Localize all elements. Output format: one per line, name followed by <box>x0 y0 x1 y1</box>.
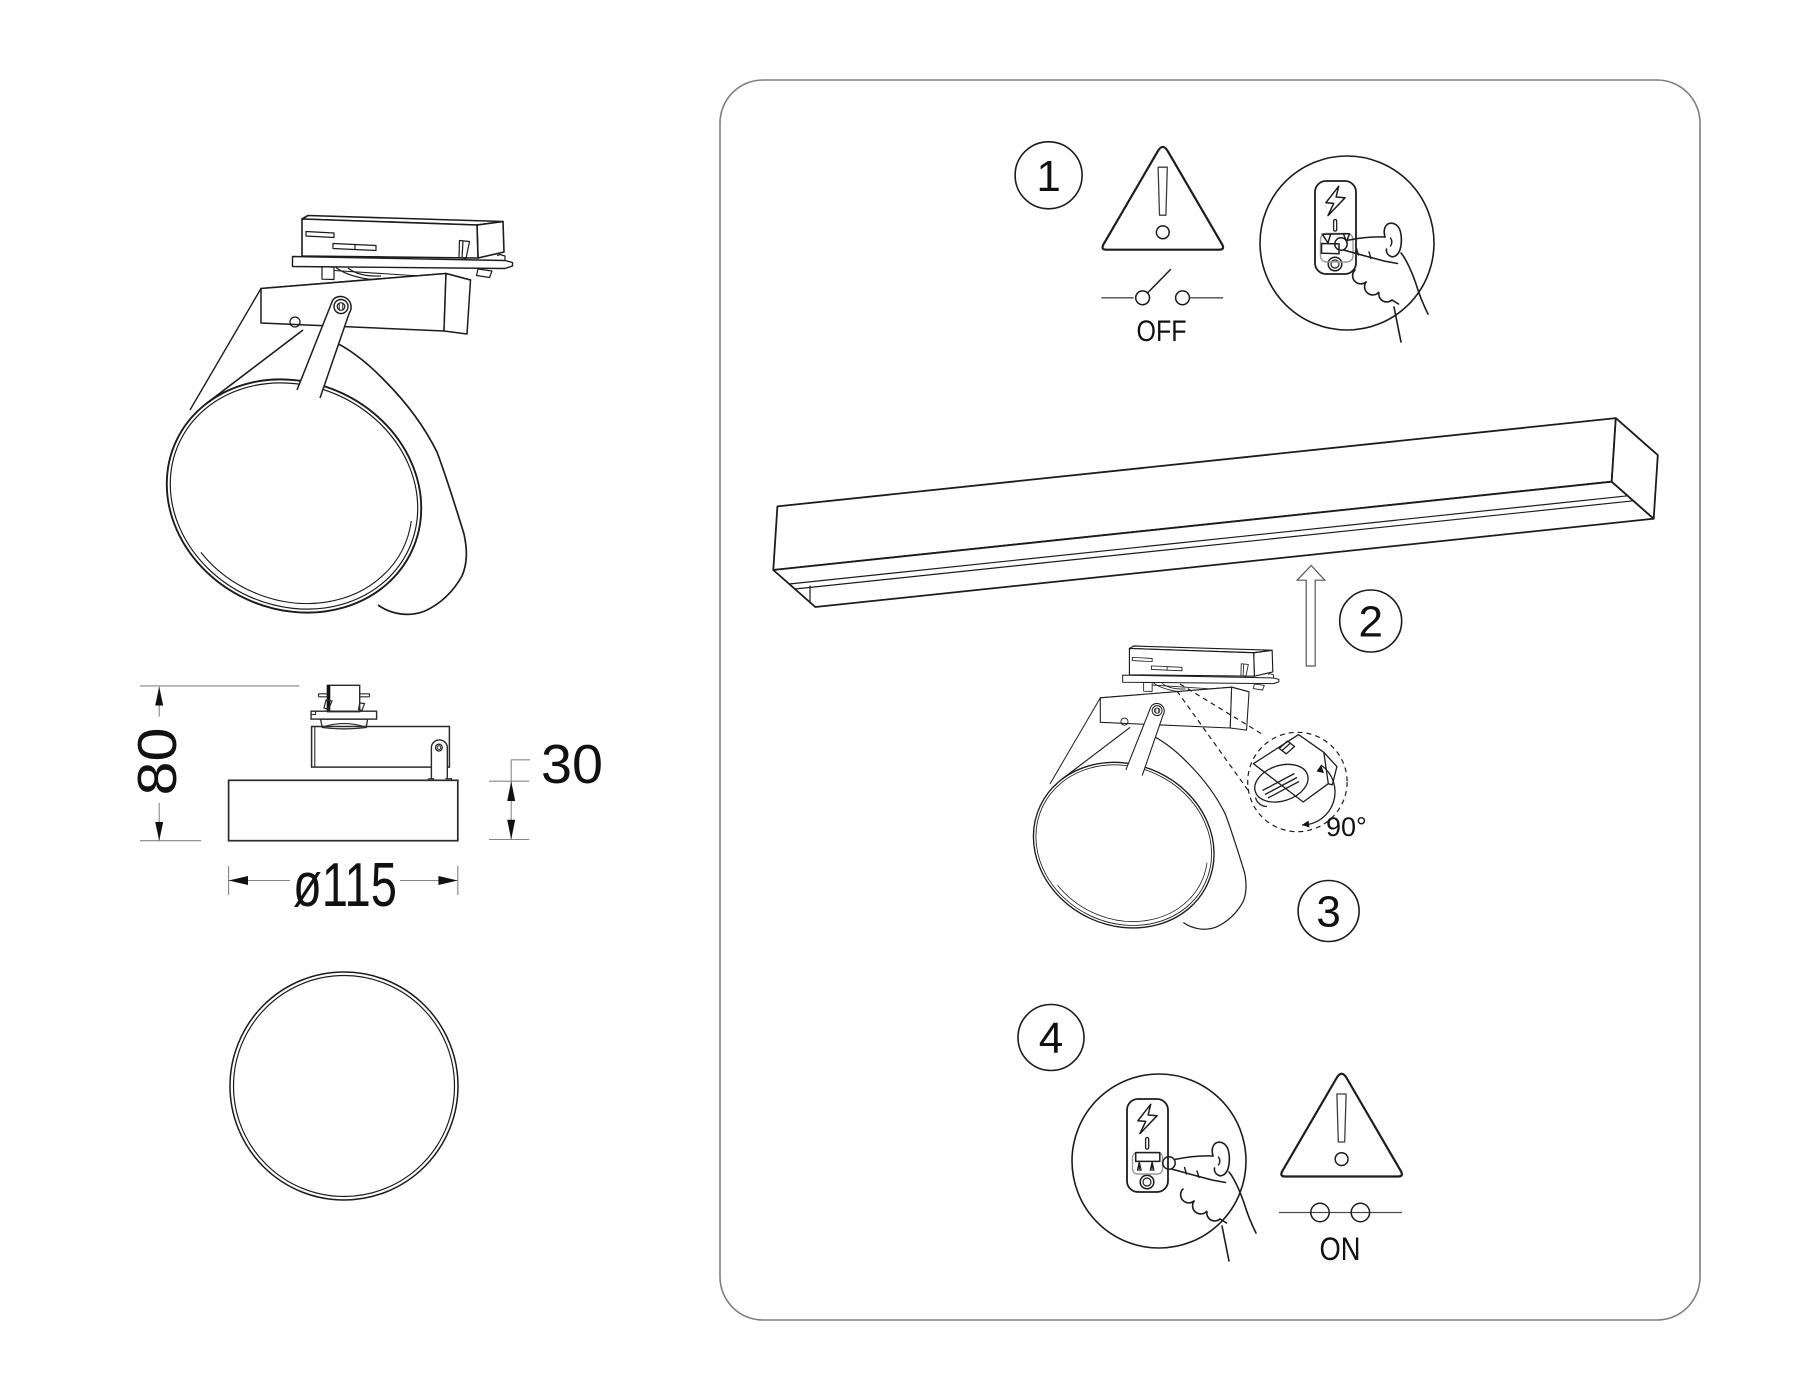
svg-text:OFF: OFF <box>1137 315 1187 348</box>
svg-text:ø115: ø115 <box>293 851 397 920</box>
svg-text:ON: ON <box>1320 1231 1361 1267</box>
svg-text:3: 3 <box>1316 888 1340 937</box>
svg-text:80: 80 <box>126 728 188 796</box>
svg-text:90°: 90° <box>1326 812 1367 842</box>
svg-text:4: 4 <box>1039 1014 1063 1063</box>
svg-text:30: 30 <box>541 733 603 795</box>
svg-text:2: 2 <box>1358 598 1382 647</box>
svg-text:1: 1 <box>1036 152 1060 201</box>
